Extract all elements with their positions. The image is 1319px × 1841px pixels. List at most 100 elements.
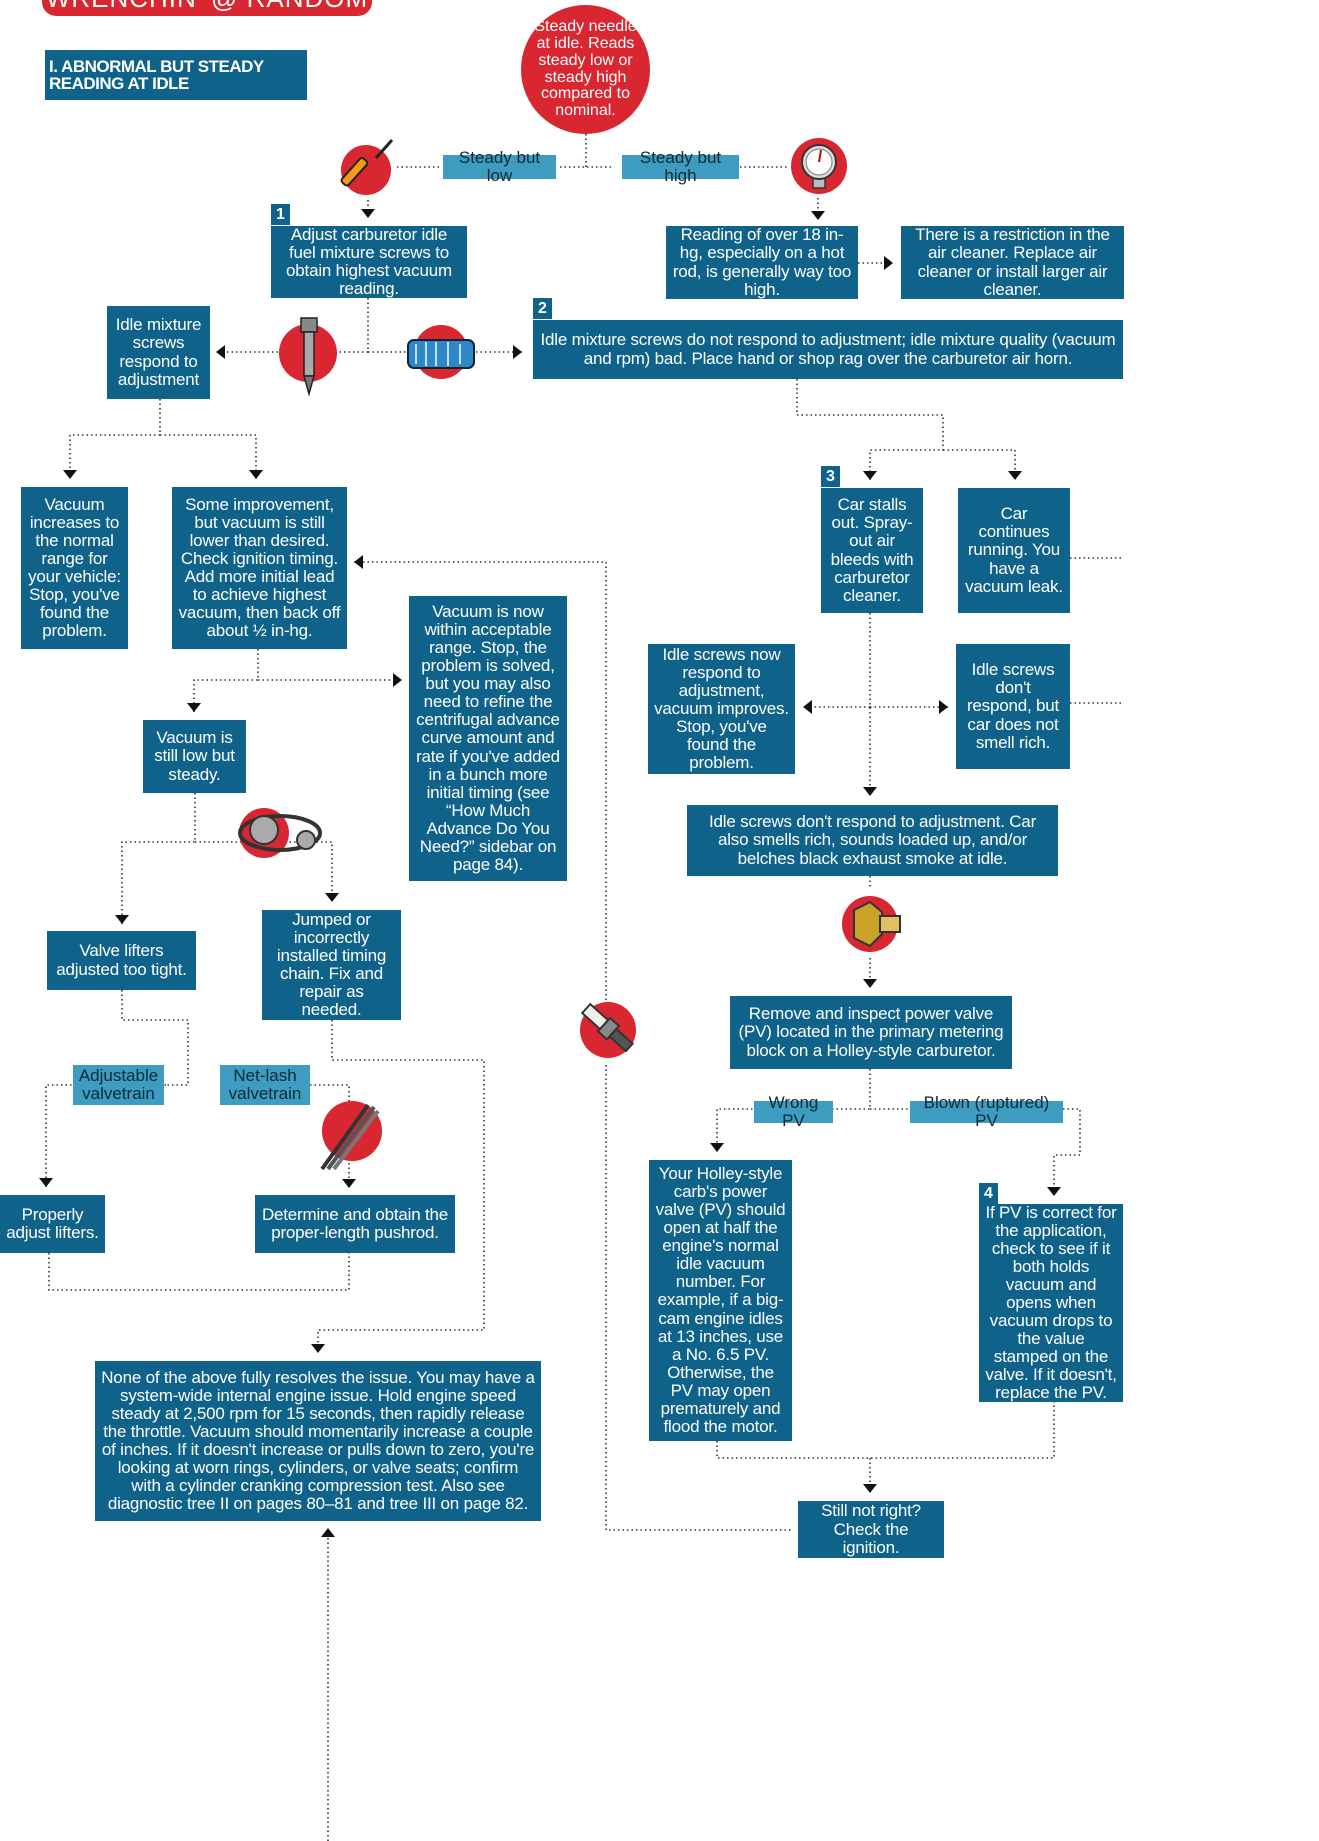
node-holley-power-valve: Your Holley-style carb's power valve (PV…: [649, 1160, 792, 1441]
node-smells-rich-text: Idle screws don't respond to adjustment.…: [708, 812, 1037, 868]
node-holley-power-valve-text: Your Holley-style carb's power valve (PV…: [655, 1164, 786, 1436]
node-adjust-carburetor: Adjust carburetor idle fuel mixture scre…: [271, 224, 467, 299]
connector-arrowhead: [863, 1484, 877, 1493]
connector-line: [69, 399, 161, 479]
node-air-cleaner-restriction-text: There is a restriction in the air cleane…: [915, 225, 1110, 299]
connector-arrowhead: [321, 1528, 335, 1537]
label-blown-pv: Blown (ruptured) PV: [910, 1094, 1063, 1129]
connector-arrowhead: [354, 555, 363, 569]
connector-arrowhead: [63, 470, 77, 479]
connector-arrowhead: [939, 700, 948, 714]
start-node: Steady needle at idle. Reads steady low …: [521, 5, 650, 134]
node-proper-pushrod-text: Determine and obtain the proper-length p…: [261, 1204, 449, 1242]
label-adjustable-valvetrain: Adjustable valvetrain: [73, 1065, 164, 1105]
connector-line: [195, 841, 333, 902]
connector-arrowhead: [115, 915, 129, 924]
label-netlash-valvetrain: Net-lash valvetrain: [220, 1065, 310, 1105]
node-vacuum-still-low-text: Vacuum is still low but steady.: [154, 728, 235, 784]
connector-arrowhead: [39, 1178, 53, 1187]
label-netlash-text: Net-lash valvetrain: [228, 1066, 302, 1103]
node-car-continues-text: Car continues running. You have a vacuum…: [965, 504, 1063, 596]
step-number-4: 4: [979, 1183, 998, 1204]
node-idle-screws-not-respond: Idle mixture screws do not respond to ad…: [533, 320, 1123, 379]
node-vacuum-still-low: Vacuum is still low but steady.: [143, 720, 246, 793]
node-adjust-lifters: Properly adjust lifters.: [0, 1195, 105, 1253]
node-jumped-timing-chain: Jumped or incorrectly installed timing c…: [262, 910, 401, 1020]
connector-arrowhead: [187, 703, 201, 712]
connector-arrowhead: [1047, 1187, 1061, 1196]
connector-arrowhead: [249, 470, 263, 479]
node-vacuum-acceptable-text: Vacuum is now within acceptable range. S…: [416, 602, 560, 874]
timing-chain-icon: [238, 808, 322, 858]
connector-arrowhead: [342, 1179, 356, 1188]
connector-arrowhead: [863, 979, 877, 988]
node-smells-rich: Idle screws don't respond to adjustment.…: [687, 805, 1058, 876]
label-steady-low-text: Steady but low: [458, 148, 541, 185]
connector-arrowhead: [863, 787, 877, 796]
spark-plug-icon: [580, 1002, 636, 1058]
connector-arrowhead: [1008, 471, 1022, 480]
label-wrong-pv: Wrong PV: [754, 1094, 833, 1129]
label-steady-high: Steady but high: [622, 149, 739, 184]
node-remove-power-valve-text: Remove and inspect power valve (PV) loca…: [738, 1004, 1004, 1060]
label-steady-high-text: Steady but high: [639, 148, 722, 185]
connector-line: [48, 1253, 350, 1291]
node-screws-now-respond: Idle screws now respond to adjustment, v…: [648, 644, 795, 774]
step-number-2-text: 2: [538, 299, 547, 317]
step-number-1: 1: [271, 204, 290, 225]
start-node-text: Steady needle at idle. Reads steady low …: [534, 18, 637, 120]
node-reading-over-18: Reading of over 18 in-hg, especially on …: [666, 226, 858, 299]
shop-rag-icon: [407, 325, 475, 379]
node-lifters-too-tight: Valve lifters adjusted too tight.: [47, 931, 196, 990]
connector-line: [716, 1402, 1055, 1459]
node-screws-dont-respond-text: Idle screws don't respond, but car does …: [966, 660, 1060, 752]
mixture-screw-icon: [279, 317, 337, 396]
connector-arrowhead: [311, 1344, 325, 1353]
section-tab-text: WRENCHIN' @ RANDOM: [46, 0, 368, 14]
node-none-resolves: None of the above fully resolves the iss…: [95, 1361, 541, 1521]
connector-line: [605, 1065, 792, 1531]
section-title: I. ABNORMAL BUT STEADY READING AT IDLE: [45, 50, 307, 100]
connector-line: [121, 793, 196, 924]
node-screws-dont-respond: Idle screws don't respond, but car does …: [956, 644, 1070, 769]
node-pv-correct-text: If PV is correct for the application, ch…: [985, 1202, 1117, 1403]
node-reading-over-18-text: Reading of over 18 in-hg, especially on …: [672, 225, 852, 299]
node-vacuum-increases: Vacuum increases to the normal range for…: [21, 487, 128, 649]
label-adjustable-text: Adjustable valvetrain: [78, 1066, 159, 1103]
connector-line: [716, 1069, 871, 1152]
connector-arrowhead: [803, 700, 812, 714]
connector-arrowhead: [863, 471, 877, 480]
node-check-ignition-text: Still not right? Check the ignition.: [821, 1501, 921, 1557]
magazine-section-tab: WRENCHIN' @ RANDOM: [42, 0, 372, 16]
connector-arrowhead: [710, 1143, 724, 1152]
node-adjust-carburetor-text: Adjust carburetor idle fuel mixture scre…: [286, 224, 452, 299]
connector-line: [160, 434, 257, 479]
node-idle-screws-not-respond-text: Idle mixture screws do not respond to ad…: [540, 330, 1116, 368]
pushrods-icon: [320, 1101, 382, 1171]
connector-arrowhead: [216, 345, 225, 359]
node-lifters-too-tight-text: Valve lifters adjusted too tight.: [56, 941, 187, 979]
node-remove-power-valve: Remove and inspect power valve (PV) loca…: [730, 996, 1012, 1069]
connector-line: [317, 1020, 485, 1353]
screwdriver-icon: [340, 139, 394, 195]
step-number-3-text: 3: [826, 467, 835, 485]
node-some-improvement: Some improvement, but vacuum is still lo…: [172, 487, 347, 649]
power-valve-icon: [842, 896, 901, 952]
connector-line: [354, 561, 607, 1000]
node-jumped-timing-chain-text: Jumped or incorrectly installed timing c…: [276, 909, 387, 1020]
connector-arrowhead: [361, 209, 375, 218]
node-none-resolves-text: None of the above fully resolves the iss…: [101, 1367, 535, 1514]
connector-arrowhead: [513, 345, 522, 359]
label-blown-pv-text: Blown (ruptured) PV: [923, 1093, 1050, 1130]
connector-arrowhead: [884, 256, 893, 270]
connector-arrowhead: [811, 211, 825, 220]
label-steady-low: Steady but low: [443, 149, 556, 184]
node-adjust-lifters-text: Properly adjust lifters.: [6, 1204, 99, 1242]
connector-line: [943, 449, 1016, 480]
connector-arrowhead: [325, 893, 339, 902]
node-car-continues: Car continues running. You have a vacuum…: [958, 488, 1070, 613]
node-pv-correct: If PV is correct for the application, ch…: [979, 1202, 1123, 1403]
step-number-4-text: 4: [984, 1184, 993, 1202]
node-proper-pushrod: Determine and obtain the proper-length p…: [255, 1195, 455, 1253]
